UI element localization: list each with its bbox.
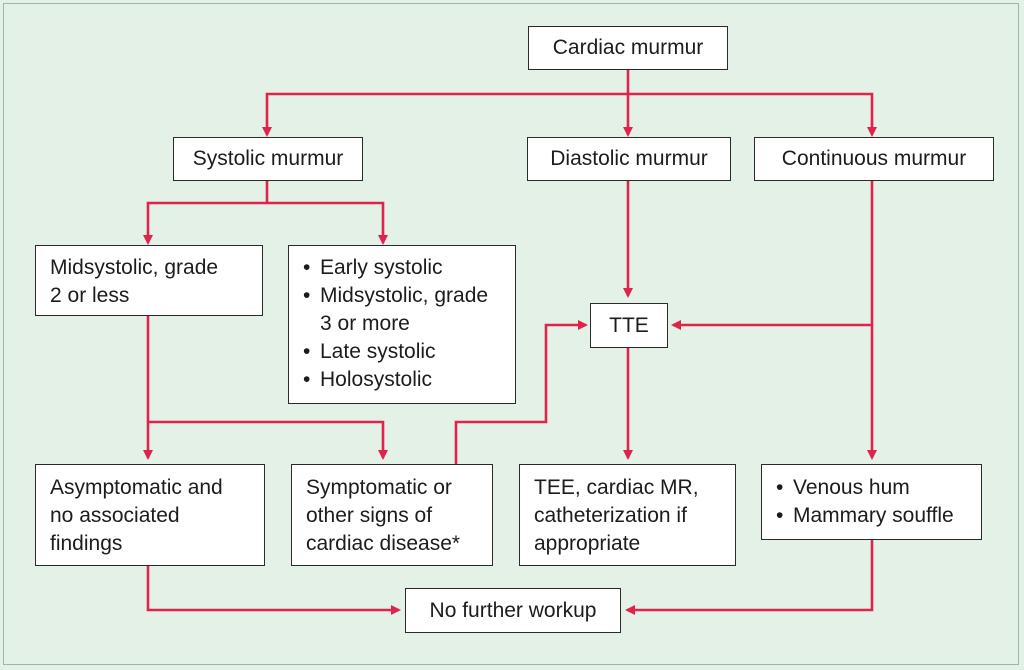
midsystolic-low-line-2: 2 or less: [50, 284, 130, 307]
systolic-murmur-label: Systolic murmur: [192, 147, 344, 170]
connector-systolic-other: [267, 201, 388, 245]
diagram-frame: [3, 3, 1019, 665]
no-further-workup-box: No further workup: [405, 588, 621, 633]
list-item: Mammary souffle: [776, 502, 967, 530]
asymptomatic-line-3: findings: [50, 532, 123, 555]
diastolic-murmur-box: Diastolic murmur: [527, 137, 731, 181]
symptomatic-line-2: other signs of: [306, 504, 433, 527]
symptomatic-line-3: cardiac disease*: [306, 532, 461, 555]
asymptomatic-box: Asymptomatic and no associated findings: [35, 464, 265, 566]
continuous-causes-box: Venous hum Mammary souffle: [761, 464, 982, 540]
cardiac-murmur-box: Cardiac murmur: [528, 26, 728, 70]
advanced-imaging-line-3: appropriate: [534, 532, 641, 555]
connector-systolic-midlow: [143, 201, 267, 245]
connector-root-continuous: [628, 92, 877, 137]
tte-label: TTE: [609, 313, 649, 337]
midsystolic-low-grade-box: Midsystolic, grade 2 or less: [35, 245, 263, 316]
systolic-murmur-box: Systolic murmur: [173, 137, 363, 181]
advanced-imaging-box: TEE, cardiac MR, catheterization if appr…: [519, 464, 736, 566]
list-item: Late systolic: [303, 338, 501, 366]
connector-symptomatic-tte: [454, 320, 588, 464]
asymptomatic-line-1: Asymptomatic and: [50, 476, 223, 499]
symptomatic-line-1: Symptomatic or: [306, 476, 452, 499]
connector-midlow-symptomatic: [148, 420, 388, 460]
continuous-causes-list: Venous hum Mammary souffle: [776, 474, 967, 530]
connector-continuous-causes-noworkup: [625, 540, 874, 615]
list-item: Early systolic: [303, 254, 501, 282]
tte-box: TTE: [590, 303, 668, 348]
continuous-murmur-label: Continuous murmur: [781, 147, 967, 170]
diastolic-murmur-label: Diastolic murmur: [550, 147, 708, 170]
asymptomatic-line-2: no associated: [50, 504, 180, 527]
symptomatic-box: Symptomatic or other signs of cardiac di…: [291, 464, 493, 566]
midsystolic-low-line-1: Midsystolic, grade: [50, 256, 219, 279]
list-item: Venous hum: [776, 474, 967, 502]
cardiac-murmur-label: Cardiac murmur: [552, 36, 704, 59]
connector-asymptomatic-noworkup: [146, 566, 401, 615]
advanced-imaging-line-2: catheterization if: [534, 504, 687, 527]
connector-root-systolic: [262, 92, 628, 137]
continuous-murmur-box: Continuous murmur: [754, 137, 994, 181]
no-further-workup-label: No further workup: [429, 598, 597, 622]
list-item: Holosystolic: [303, 366, 501, 394]
advanced-imaging-line-1: TEE, cardiac MR,: [534, 476, 699, 499]
